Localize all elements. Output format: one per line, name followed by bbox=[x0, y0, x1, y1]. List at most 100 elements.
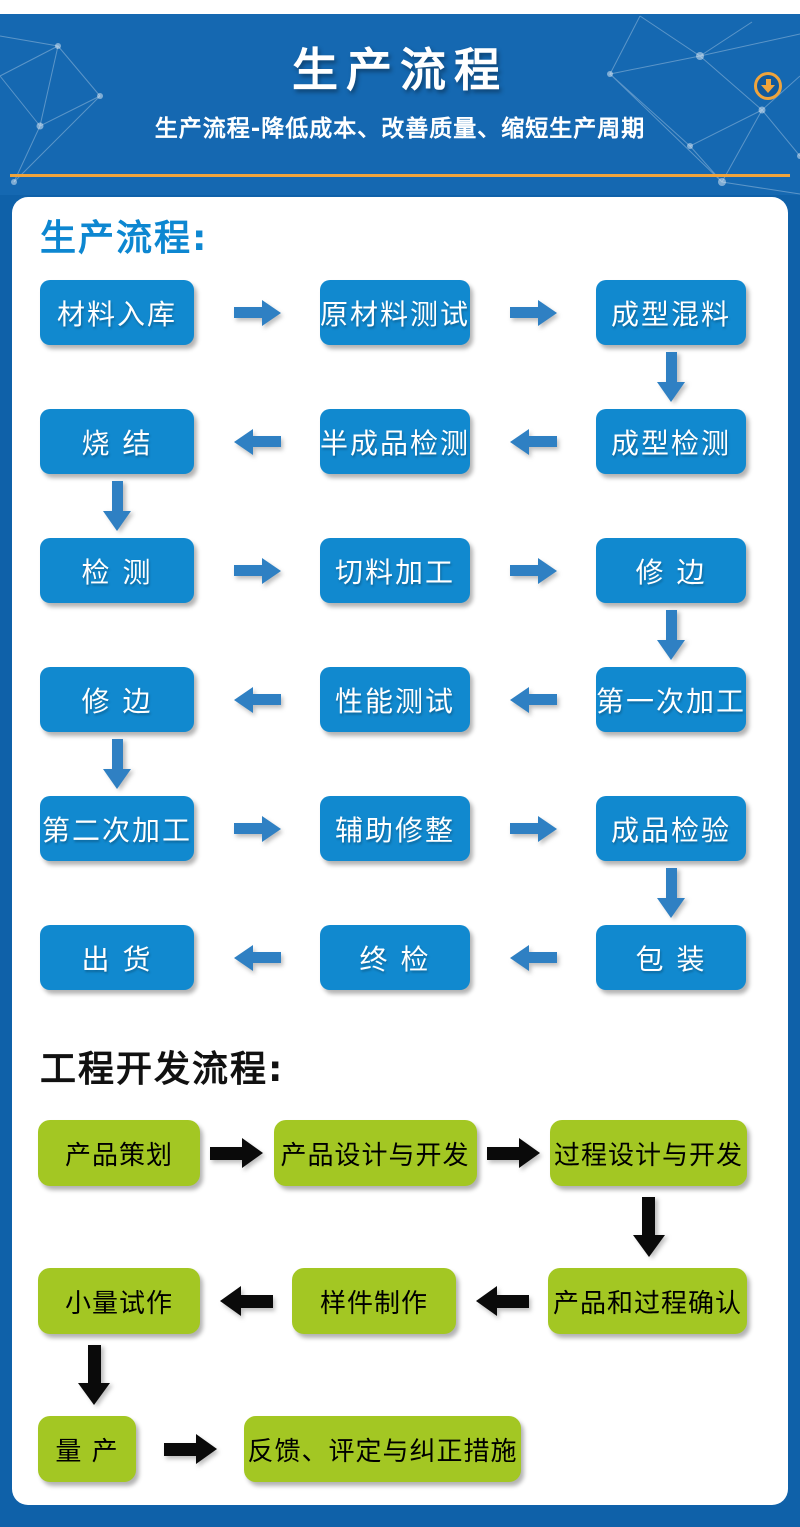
step-semi-finished-inspection: 半成品检测 bbox=[320, 409, 470, 474]
connector-row bbox=[12, 1334, 788, 1416]
step-label: 产品和过程确认 bbox=[552, 1288, 742, 1319]
circle-down-arrow-icon[interactable] bbox=[754, 72, 782, 100]
step-cutting-process: 切料加工 bbox=[320, 538, 470, 603]
step-sample-making: 样件制作 bbox=[292, 1268, 456, 1334]
page-subtitle: 生产流程-降低成本、改善质量、缩短生产周期 bbox=[154, 116, 646, 142]
arrow-right-icon bbox=[509, 299, 557, 326]
arrow-right-icon bbox=[509, 815, 557, 842]
step-molding-inspection: 成型检测 bbox=[596, 409, 746, 474]
engineering-flow-heading: 工程开发流程: bbox=[40, 1049, 285, 1090]
connector-row bbox=[12, 603, 788, 667]
flow-row: 小量试作 样件制作 产品和过程确认 bbox=[12, 1268, 788, 1334]
flow-row: 烧 结 半成品检测 成型检测 bbox=[12, 409, 788, 474]
flow-row: 检 测 切料加工 修 边 bbox=[12, 538, 788, 603]
step-label: 过程设计与开发 bbox=[553, 1140, 743, 1171]
step-shipment: 出 货 bbox=[40, 925, 194, 990]
content-panel: 生产流程: 材料入库 原材料测试 成型混料 烧 结 半成品检测 bbox=[12, 197, 788, 1505]
step-inspection: 检 测 bbox=[40, 538, 194, 603]
step-label: 成型混料 bbox=[610, 297, 731, 331]
connector-row bbox=[12, 474, 788, 538]
step-packaging: 包 装 bbox=[596, 925, 746, 990]
step-label: 终 检 bbox=[359, 942, 431, 976]
step-label: 样件制作 bbox=[319, 1288, 428, 1319]
arrow-left-icon bbox=[509, 686, 557, 713]
step-process-design-development: 过程设计与开发 bbox=[550, 1120, 747, 1186]
arrow-right-icon bbox=[509, 557, 557, 584]
step-label: 辅助修整 bbox=[334, 813, 455, 847]
step-label: 量 产 bbox=[55, 1436, 119, 1467]
arrow-right-icon bbox=[233, 557, 281, 584]
arrow-left-icon bbox=[509, 428, 557, 455]
arrow-left-icon bbox=[219, 1286, 273, 1316]
connector-row bbox=[12, 861, 788, 925]
arrow-right-icon bbox=[486, 1138, 540, 1168]
constellation-pattern bbox=[0, 15, 800, 195]
step-label: 原材料测试 bbox=[320, 297, 471, 331]
page-title: 生产流程 bbox=[292, 43, 508, 97]
engineering-flowchart: 产品策划 产品设计与开发 过程设计与开发 小量试作 样件制作 产品和过程确认 bbox=[12, 1120, 788, 1482]
flow-row: 修 边 性能测试 第一次加工 bbox=[12, 667, 788, 732]
step-material-inbound: 材料入库 bbox=[40, 280, 194, 345]
step-small-batch-trial: 小量试作 bbox=[38, 1268, 200, 1334]
step-performance-test: 性能测试 bbox=[320, 667, 470, 732]
production-flowchart: 材料入库 原材料测试 成型混料 烧 结 半成品检测 成型检测 bbox=[12, 280, 788, 990]
step-raw-material-test: 原材料测试 bbox=[320, 280, 470, 345]
step-label: 产品设计与开发 bbox=[280, 1140, 470, 1171]
step-trimming-2: 修 边 bbox=[40, 667, 194, 732]
step-label: 修 边 bbox=[635, 555, 707, 589]
step-feedback-corrective-actions: 反馈、评定与纠正措施 bbox=[244, 1416, 521, 1482]
step-label: 包 装 bbox=[635, 942, 707, 976]
step-first-processing: 第一次加工 bbox=[596, 667, 746, 732]
arrow-down-icon bbox=[103, 481, 131, 531]
step-label: 材料入库 bbox=[56, 297, 177, 331]
step-label: 烧 结 bbox=[81, 426, 153, 460]
step-product-planning: 产品策划 bbox=[38, 1120, 200, 1186]
step-label: 第一次加工 bbox=[596, 684, 747, 718]
step-label: 切料加工 bbox=[334, 555, 455, 589]
arrow-right-icon bbox=[233, 815, 281, 842]
arrow-right-icon bbox=[163, 1434, 217, 1464]
arrow-left-icon bbox=[475, 1286, 529, 1316]
arrow-right-icon bbox=[233, 299, 281, 326]
flow-row: 量 产 反馈、评定与纠正措施 bbox=[12, 1416, 788, 1482]
step-final-inspection: 终 检 bbox=[320, 925, 470, 990]
arrow-down-icon bbox=[657, 868, 685, 918]
flow-row: 产品策划 产品设计与开发 过程设计与开发 bbox=[12, 1120, 788, 1186]
arrow-left-icon bbox=[233, 944, 281, 971]
arrow-down-icon bbox=[657, 610, 685, 660]
page-background: 生产流程: 材料入库 原材料测试 成型混料 烧 结 半成品检测 bbox=[0, 195, 800, 1527]
step-label: 成品检验 bbox=[610, 813, 731, 847]
top-white-strip bbox=[0, 0, 800, 14]
step-label: 检 测 bbox=[81, 555, 153, 589]
step-label: 修 边 bbox=[81, 684, 153, 718]
step-second-processing: 第二次加工 bbox=[40, 796, 194, 861]
flow-row: 第二次加工 辅助修整 成品检验 bbox=[12, 796, 788, 861]
arrow-down-icon bbox=[657, 352, 685, 402]
step-auxiliary-trimming: 辅助修整 bbox=[320, 796, 470, 861]
arrow-left-icon bbox=[233, 686, 281, 713]
step-label: 第二次加工 bbox=[41, 813, 192, 847]
flow-row: 材料入库 原材料测试 成型混料 bbox=[12, 280, 788, 345]
step-label: 性能测试 bbox=[334, 684, 455, 718]
gold-divider bbox=[10, 174, 790, 177]
flow-row: 出 货 终 检 包 装 bbox=[12, 925, 788, 990]
step-product-design-development: 产品设计与开发 bbox=[273, 1120, 477, 1186]
step-label: 小量试作 bbox=[64, 1288, 173, 1319]
step-product-process-confirmation: 产品和过程确认 bbox=[548, 1268, 747, 1334]
connector-row bbox=[12, 732, 788, 796]
step-sintering: 烧 结 bbox=[40, 409, 194, 474]
arrow-down-icon bbox=[632, 1197, 665, 1257]
step-label: 反馈、评定与纠正措施 bbox=[247, 1436, 518, 1467]
step-mass-production: 量 产 bbox=[38, 1416, 136, 1482]
arrow-down-icon bbox=[78, 1345, 110, 1405]
connector-row bbox=[12, 345, 788, 409]
arrow-right-icon bbox=[210, 1138, 264, 1168]
arrow-left-icon bbox=[509, 944, 557, 971]
step-molding-mixing: 成型混料 bbox=[596, 280, 746, 345]
connector-row bbox=[12, 1186, 788, 1268]
step-finished-inspection: 成品检验 bbox=[596, 796, 746, 861]
step-label: 成型检测 bbox=[610, 426, 731, 460]
step-trimming: 修 边 bbox=[596, 538, 746, 603]
step-label: 产品策划 bbox=[64, 1140, 173, 1171]
